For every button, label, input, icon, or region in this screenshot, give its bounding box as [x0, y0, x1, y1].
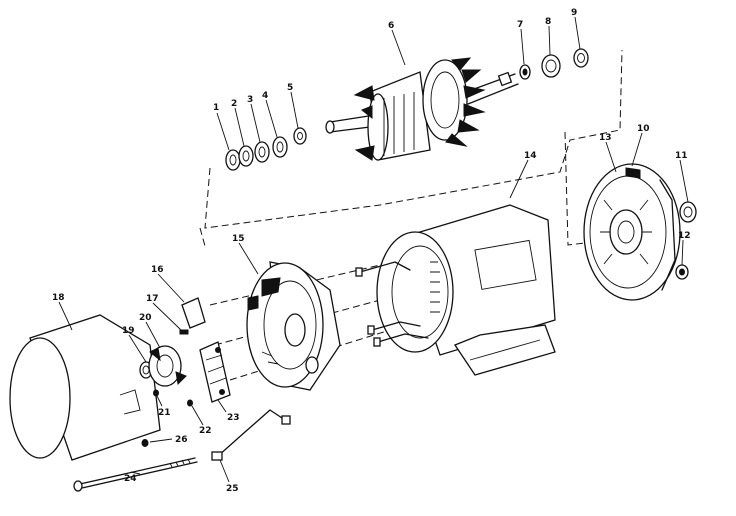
wire-lead-25: [211, 409, 291, 461]
callout-25: 25: [226, 484, 239, 494]
callout-11: 11: [675, 151, 688, 161]
callout-21: 21: [158, 408, 171, 418]
callout-15: 15: [232, 234, 245, 244]
washer-11: [679, 201, 697, 223]
callout-23: 23: [227, 413, 240, 423]
callout-26: 26: [175, 435, 188, 445]
bearing-8: [541, 54, 561, 78]
end-bell-15: [246, 261, 341, 391]
callout-12: 12: [678, 231, 691, 241]
rotor-6: [325, 57, 519, 161]
callout-24: 24: [124, 474, 137, 484]
screw-21: [153, 389, 159, 397]
screw-22: [187, 399, 193, 407]
through-bolt-24: [73, 457, 198, 492]
screw-26: [141, 439, 149, 447]
screw-17: [179, 329, 189, 335]
callout-14: 14: [524, 151, 537, 161]
callout-10: 10: [637, 124, 650, 134]
callout-1: 1: [213, 103, 219, 113]
nut-12: [675, 264, 689, 280]
callout-7: 7: [517, 20, 523, 30]
callout-19: 19: [122, 326, 135, 336]
clip-16: [181, 297, 206, 329]
callout-9: 9: [571, 8, 577, 18]
callout-16: 16: [151, 265, 164, 275]
washer-4: [272, 136, 288, 158]
callout-20: 20: [139, 313, 152, 323]
callout-17: 17: [146, 294, 159, 304]
end-cover-18: [9, 314, 161, 461]
stator-frame-14: [355, 204, 556, 376]
washer-7: [519, 64, 531, 80]
washer-9: [573, 48, 589, 68]
switch-23: [199, 341, 231, 403]
callout-3: 3: [247, 95, 253, 105]
nut-5: [293, 127, 307, 145]
governor-20: [148, 345, 187, 387]
leader-lines: [58, 16, 689, 483]
callout-labels: 1 2 3 4 5 6 7 8 9 10 11 12 13 14 15 16 1…: [52, 8, 691, 494]
callout-8: 8: [545, 17, 551, 27]
callout-18: 18: [52, 293, 65, 303]
end-bell-13: [583, 163, 681, 301]
callout-2: 2: [231, 99, 237, 109]
callout-4: 4: [262, 91, 268, 101]
callout-6: 6: [388, 21, 394, 31]
washer-2: [238, 145, 254, 167]
callout-13: 13: [599, 133, 612, 143]
callout-22: 22: [199, 426, 212, 436]
washer-1: [225, 149, 241, 171]
washer-3: [254, 141, 270, 163]
callout-5: 5: [287, 83, 293, 93]
